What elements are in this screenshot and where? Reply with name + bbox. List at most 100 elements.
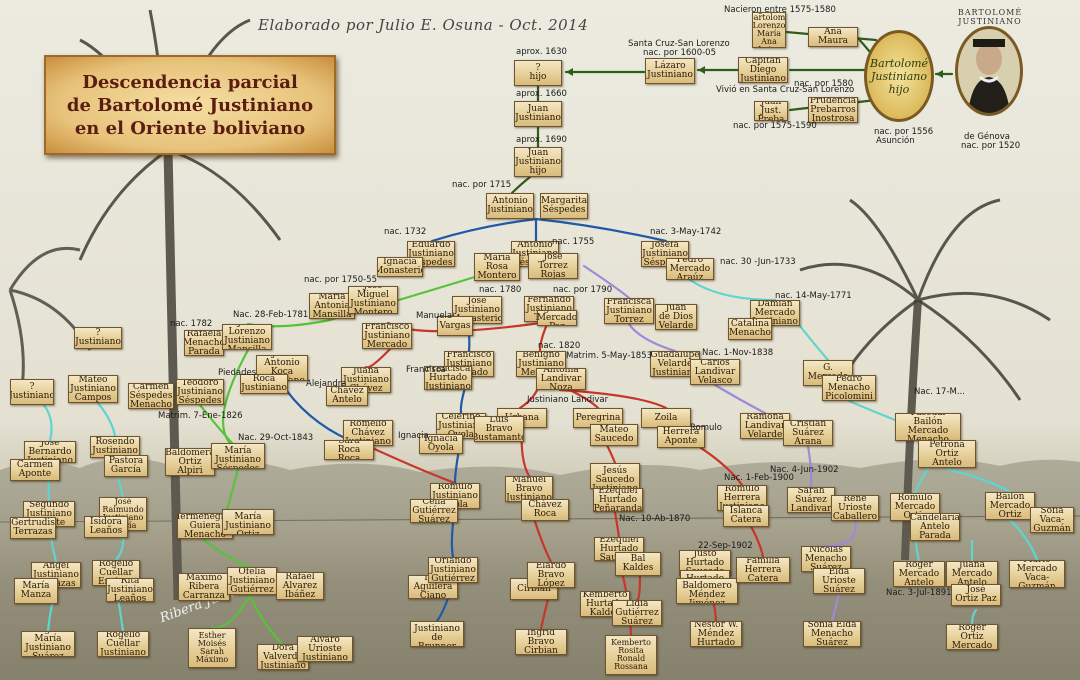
date-note-n28: Nac. 1-Nov-1838 xyxy=(702,349,773,358)
link-cyan-55 xyxy=(947,469,1010,492)
date-note-n22: Manuela xyxy=(416,312,452,321)
link-green-18 xyxy=(250,595,282,644)
link-cyan-50 xyxy=(98,403,115,436)
link-cyan-52 xyxy=(800,326,828,360)
link-red-21 xyxy=(366,349,390,367)
person-box-mariovaca: Mario Mercado Vaca-Guzmán xyxy=(1009,560,1065,588)
person-box-joseortiz: José Ortiz Paz xyxy=(951,584,1001,606)
person-box-sarakoca: Sara Roca Roca xyxy=(324,440,374,460)
person-box-margarita: Margarita Séspedes xyxy=(540,193,588,219)
person-box-rogerortiz: Róger Ortiz Mercado xyxy=(946,624,998,650)
date-note-n1: Nacieron entre 1575-1580 xyxy=(724,6,836,15)
person-box-sofia: Sofía Vaca-Guzmán xyxy=(1030,507,1074,533)
link-green-16 xyxy=(226,469,238,513)
date-note-n17: nac. 3-May-1742 xyxy=(650,228,721,237)
date-note-n30: Alejandra xyxy=(306,380,346,389)
person-box-santosmaria: Santos María Justiniano Séspedes xyxy=(211,443,265,469)
link-red-32 xyxy=(637,576,640,600)
person-box-nestorw: Néstor W. Méndez Hurtado xyxy=(690,621,742,647)
person-box-ezequiel: Ezequiel Hurtado Peñaranda xyxy=(593,488,643,512)
date-note-n31: Francisca xyxy=(406,366,446,375)
person-box-justinianoq: ? Justiniano xyxy=(74,327,122,349)
person-box-carloslandivar: Carlos Landivar Velasco xyxy=(690,359,740,385)
person-box-lazaro: Lázaro Justiniano xyxy=(645,58,695,84)
portrait-caption: BARTOLOMÉ JUSTINIANO xyxy=(938,8,1042,28)
person-box-juanjust: Juan Just. Preba xyxy=(754,101,788,121)
date-note-n23: nac. 14-May-1771 xyxy=(775,292,852,301)
person-box-josetorrez: José Torrez Rojas xyxy=(528,253,578,279)
date-note-n35: Nac. 29-Oct-1843 xyxy=(238,434,313,443)
person-box-nestorbaldomero: Néstor Baldomero Méndez Jiménez xyxy=(676,578,738,604)
person-box-petrona: Petrona Ortiz Antelo xyxy=(918,440,976,468)
person-box-sarahsuarez: Sarah Suárez Landivar xyxy=(787,487,835,513)
date-note-n19: nac. por 1750-55 xyxy=(304,276,377,285)
person-box-ignaciamercado: Ignacia Mercado Paz xyxy=(537,310,577,326)
date-note-n26: nac. 1820 xyxy=(538,342,580,351)
link-blue-10 xyxy=(432,219,536,241)
person-box-gertrudis: Gertrudis Terrazas xyxy=(10,517,56,539)
date-note-n24: nac. 1782 xyxy=(170,320,212,329)
person-box-lidia: Lidia Gutiérrez Suárez xyxy=(612,600,662,626)
link-green-17 xyxy=(200,537,250,567)
person-box-isidora: Isidora Leaños xyxy=(84,516,128,538)
date-note-n25: Nac. 28-Feb-1781 xyxy=(233,311,308,320)
title-line-2: de Bartolomé Justiniano xyxy=(67,94,313,117)
person-box-santosmaria2: Santos María Justiniano Ortiz xyxy=(222,509,274,535)
person-box-cristian: Cristian Suárez Arana xyxy=(783,420,833,446)
date-note-n38: Nac. 10-Ab-1870 xyxy=(619,515,690,524)
link-green-14 xyxy=(223,350,248,443)
person-box-franciscojm: Francisco Justiniano Mercado xyxy=(362,323,412,349)
person-box-francisca: Francisca Justiniano Torrez xyxy=(604,298,654,324)
date-note-n12: aprox. 1660 xyxy=(516,90,567,99)
date-note-n29: Piedades xyxy=(218,369,256,378)
person-box-islanca: Islanca Catera xyxy=(723,505,769,527)
person-box-prudencia: Prudencia Prebarros Inostrosa xyxy=(808,97,858,123)
date-note-n39: 22-Sep-1902 xyxy=(698,542,753,551)
person-box-chavezantelo: Chávez Antelo xyxy=(326,386,368,406)
date-note-n11: aprox. 1630 xyxy=(516,48,567,57)
person-box-mariajesus: María Jesús Saucedo Justiniano xyxy=(590,463,640,489)
title-line-1: Descendencia parcial xyxy=(82,71,298,94)
person-box-orlando: Orlando Justiniano Gutiérrez xyxy=(428,557,478,583)
person-box-elardo: Elardo Bravo López xyxy=(527,562,575,588)
date-note-n21: nac. por 1790 xyxy=(553,286,612,295)
person-box-alvaro: Álvaro Urioste Justiniano xyxy=(297,636,353,662)
portrait-icon xyxy=(955,26,1023,116)
link-purple-64 xyxy=(826,521,856,546)
person-box-rita: Rita Justiniano Leaños xyxy=(106,578,154,602)
date-note-n41: Nac. 1-Feb-1900 xyxy=(724,474,794,483)
date-note-n14: nac. por 1715 xyxy=(452,181,511,190)
person-box-eldaurioste: Elda Urioste Suárez xyxy=(813,568,865,594)
link-cyan-53 xyxy=(849,401,895,420)
person-box-carmenaponte: Carmen Aponte xyxy=(10,459,60,481)
link-dark_green-9 xyxy=(512,177,530,193)
person-box-juanbart: Juan Bartolomé Lorenzo María Ana Luisa xyxy=(752,12,786,48)
person-box-zoila: Zoila xyxy=(641,408,691,428)
date-note-n15: nac. 1732 xyxy=(384,228,426,237)
date-note-n8: nac. por 1520 xyxy=(961,142,1020,151)
person-box-anamaura: Ana Maura xyxy=(808,27,858,47)
arrowhead-0 xyxy=(566,68,573,76)
person-box-soniaelda: Sonia Elda Menacho Suárez xyxy=(803,621,861,647)
person-box-carmensespedes: Carmen Séspedes Menacho xyxy=(128,383,174,409)
date-note-n3: Vivió en Santa Cruz-San Lorenzo xyxy=(716,86,854,95)
author-credit: Elaborado por Julio E. Osuna - Oct. 2014 xyxy=(258,16,588,34)
date-note-n40: Nac. 3-Jul-1891 xyxy=(886,589,952,598)
person-box-teodoro: Teodoro Justiniano Séspedes xyxy=(176,379,224,405)
date-note-n13: aprox. 1690 xyxy=(516,136,567,145)
person-box-baldomera: Baldomera Ortiz Alpiri xyxy=(165,448,215,476)
title-line-3: en el Oriente boliviano xyxy=(75,117,305,140)
person-box-chichi: Chichi Justiniano de Brunner xyxy=(410,621,464,647)
person-box-pedromercado: Pedro Mercado Araúz xyxy=(666,258,714,280)
date-note-n32: Justiniano Landivar xyxy=(527,396,608,405)
person-box-pastora: Pastora García xyxy=(104,455,148,477)
person-box-juan1660: Juan Justiniano xyxy=(514,101,562,127)
person-box-esther: Esther Moisés Sarah Máximo xyxy=(188,628,236,668)
bartolome-hijo-medallion: Bartolomé Justiniano hijo xyxy=(864,30,934,122)
person-box-ignacia1732: Ignacia Monasterio xyxy=(377,257,423,277)
person-box-antonialandivar: Antonia Landivar Noza xyxy=(536,368,586,390)
link-purple-62 xyxy=(715,385,765,413)
person-box-mateosaucedo: Mateo Saucedo xyxy=(590,424,638,446)
person-box-candelaria: Candelaria Antelo Parada xyxy=(910,513,960,541)
